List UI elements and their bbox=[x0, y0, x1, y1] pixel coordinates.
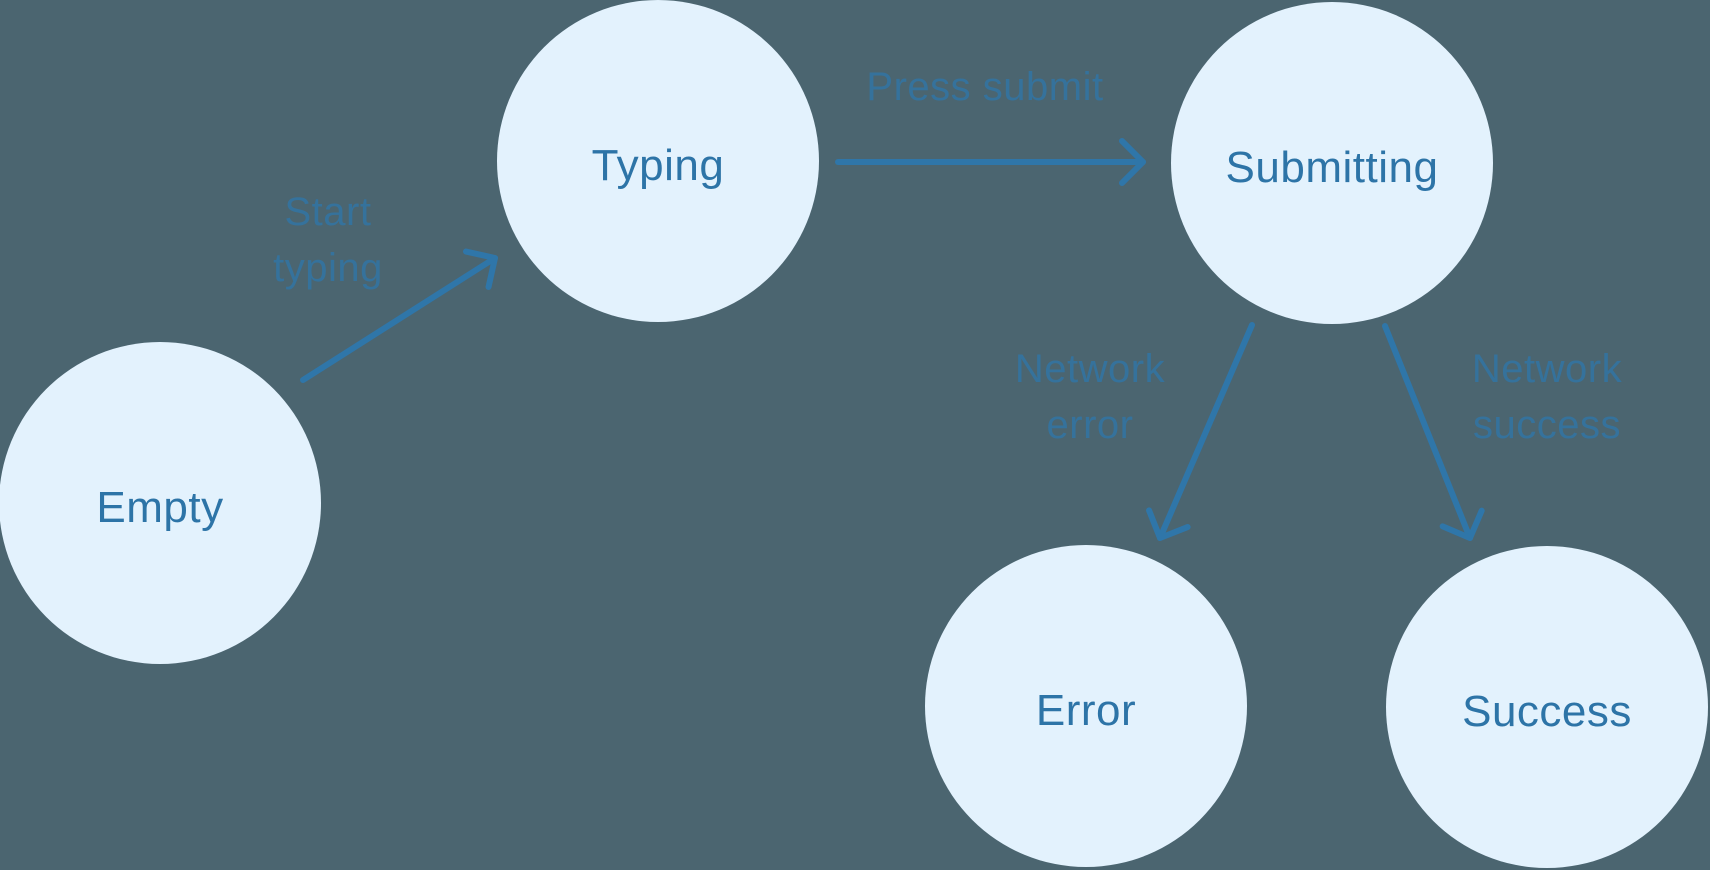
transition-label-network-success: Network success bbox=[1471, 347, 1623, 447]
state-success: Success bbox=[1386, 546, 1708, 868]
state-error: Error bbox=[925, 545, 1247, 867]
arrow-empty-to-typing bbox=[300, 248, 498, 383]
state-empty-label: Empty bbox=[96, 483, 224, 532]
state-submitting-label: Submitting bbox=[1225, 143, 1439, 192]
state-empty: Empty bbox=[0, 342, 321, 664]
state-typing: Typing bbox=[497, 0, 819, 322]
transition-label-network-error: Network error bbox=[1014, 347, 1166, 447]
state-submitting: Submitting bbox=[1171, 2, 1493, 324]
arrow-submitting-to-error bbox=[1146, 322, 1255, 541]
state-success-label: Success bbox=[1462, 687, 1632, 736]
transition-label-press-submit: Press submit bbox=[866, 65, 1104, 109]
transition-label-start-typing: Start typing bbox=[273, 190, 383, 290]
arrow-submitting-to-success bbox=[1382, 323, 1485, 541]
state-error-label: Error bbox=[1035, 686, 1137, 735]
state-typing-label: Typing bbox=[591, 141, 725, 190]
